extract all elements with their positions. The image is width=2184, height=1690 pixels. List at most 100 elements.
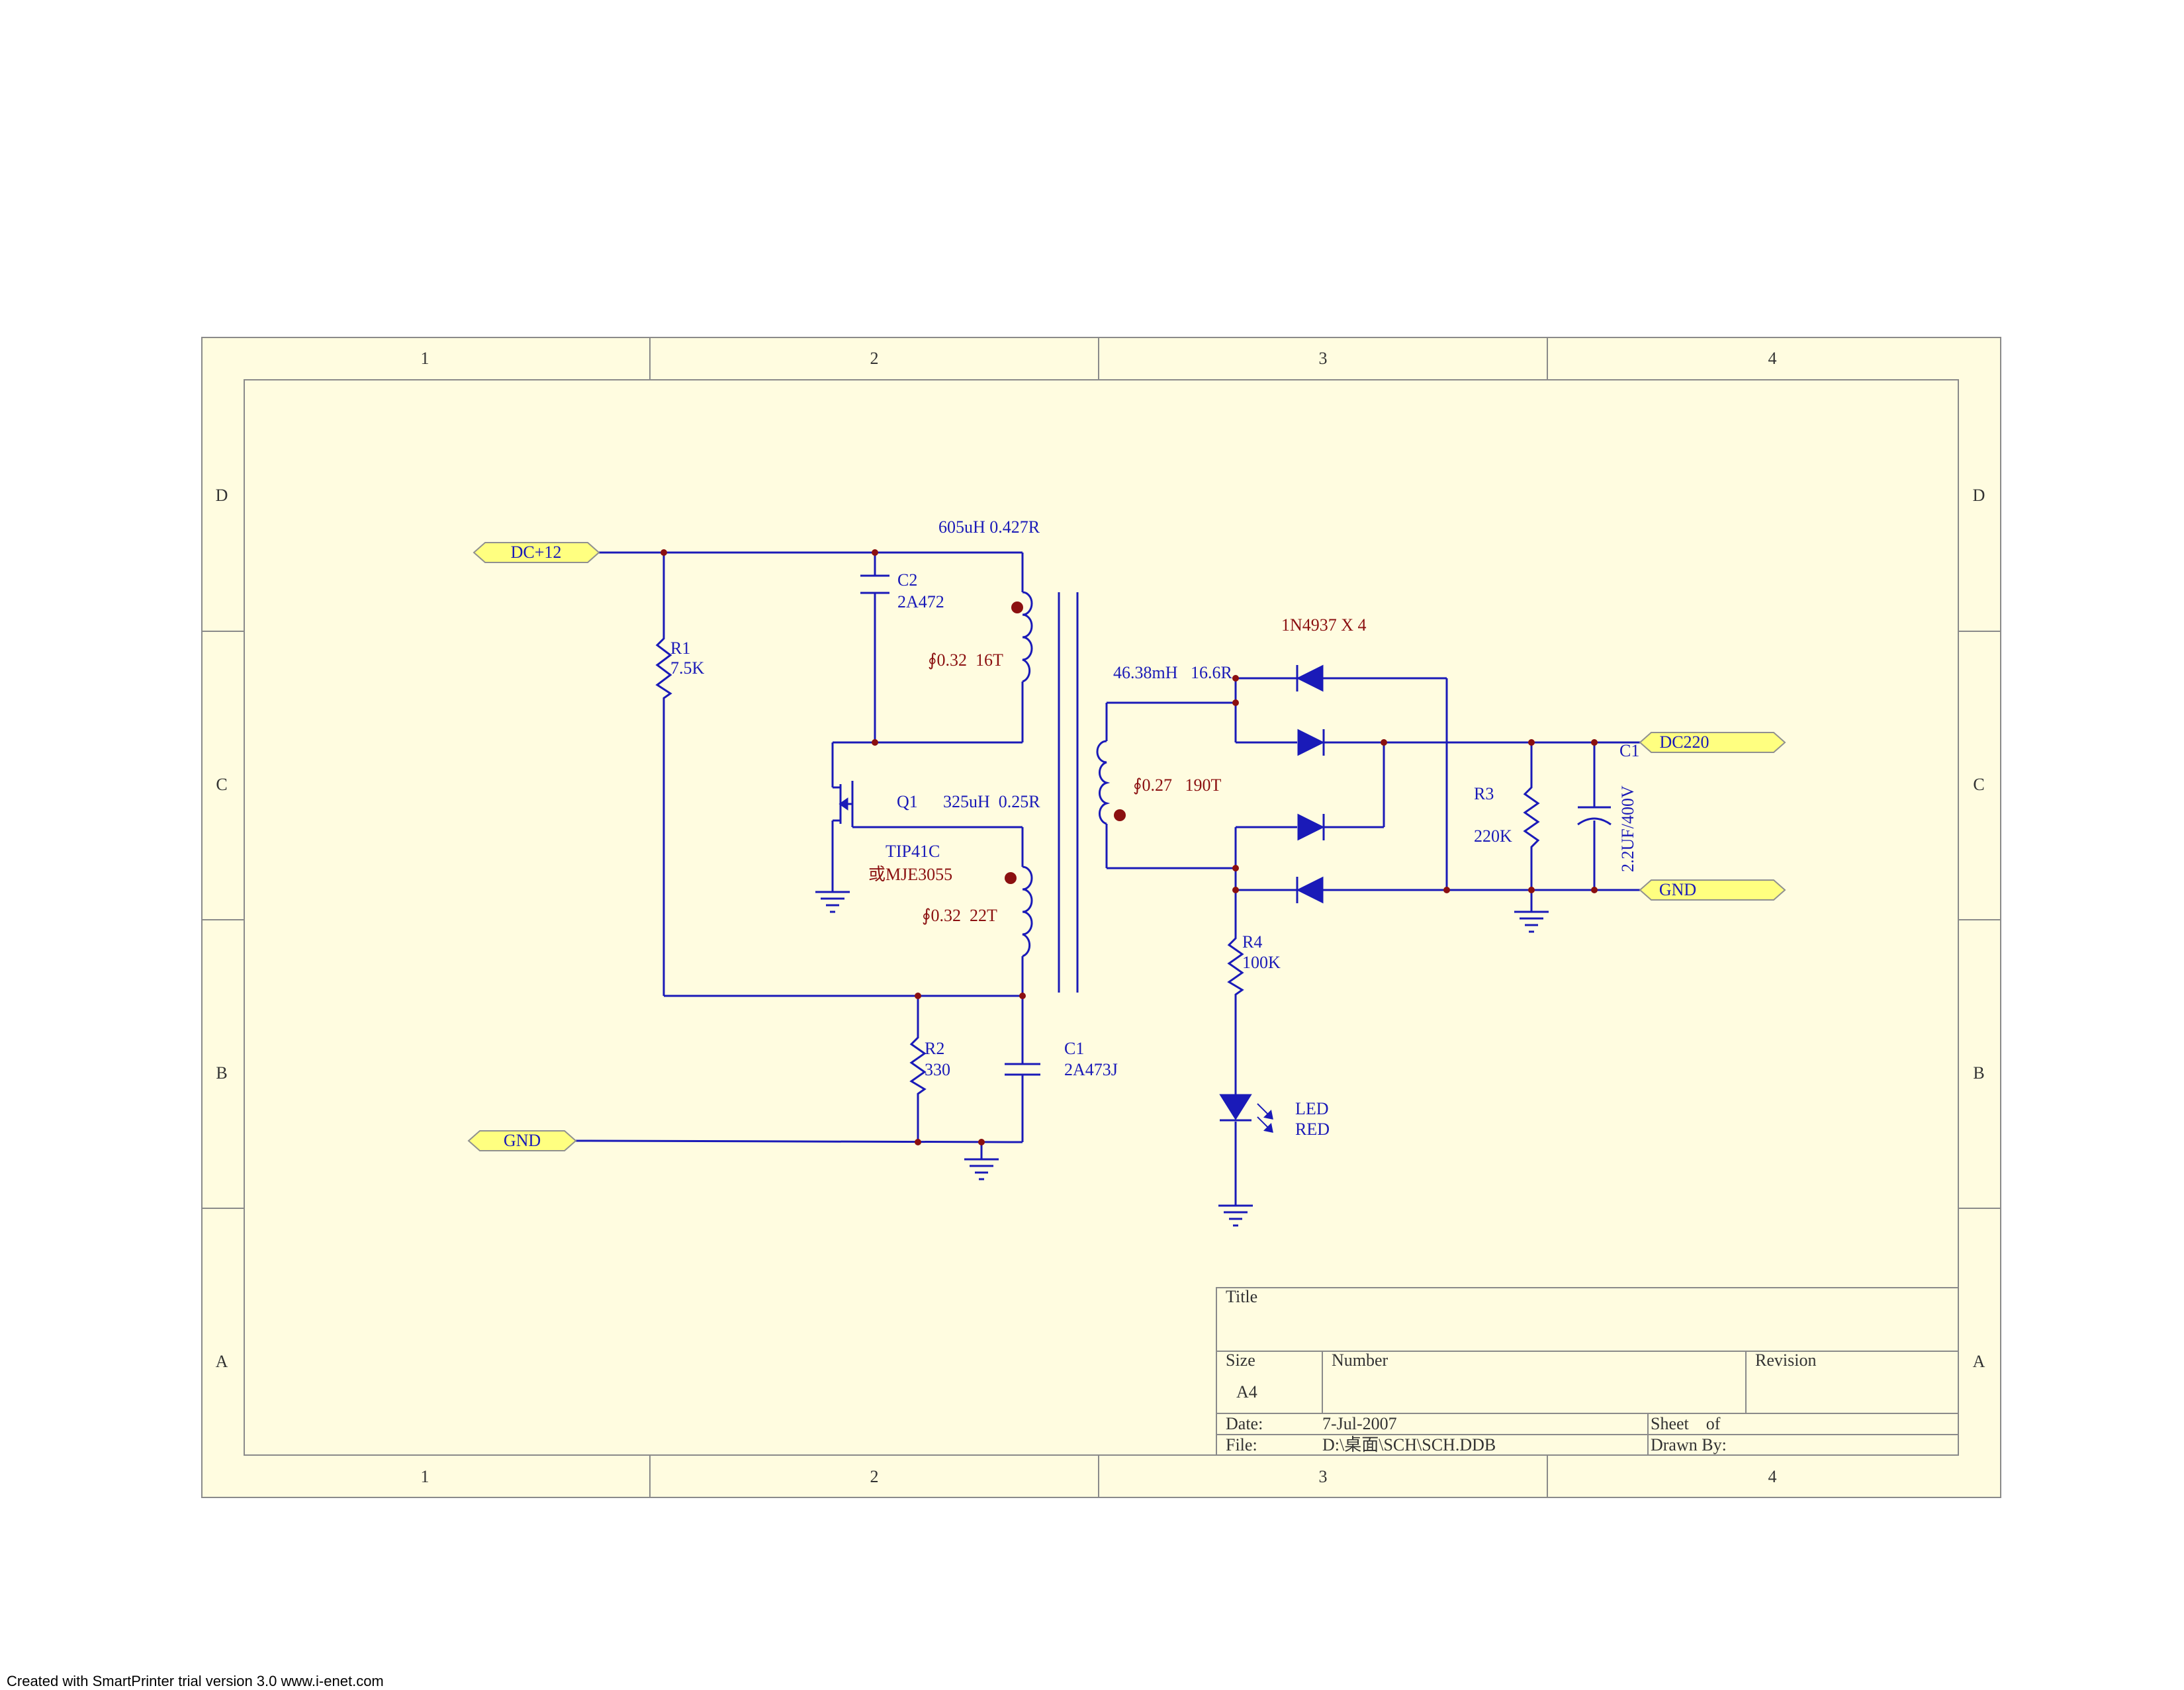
wires — [575, 551, 1640, 1206]
diode-d1 — [1296, 664, 1324, 692]
diodes-label: 1N4937 X 4 — [1281, 615, 1367, 635]
sheet-label: Sheet of — [1651, 1414, 1721, 1433]
junction-dot — [1019, 993, 1026, 999]
port-gnd-right: GND — [1639, 879, 1786, 901]
junction-dot — [1232, 865, 1239, 871]
r4-ref: R4 — [1242, 932, 1262, 952]
r1-value: 7.5K — [670, 658, 705, 678]
resistor-r1 — [655, 632, 672, 701]
svg-text:GND: GND — [504, 1131, 541, 1150]
column-label: 1 — [421, 1467, 430, 1486]
junction-dot — [1443, 887, 1450, 893]
port-gnd-left: GND — [467, 1130, 577, 1151]
led-red — [1219, 1094, 1273, 1133]
r3-ref: R3 — [1474, 784, 1494, 803]
ground-symbols — [815, 887, 1549, 1227]
feedback-inductor-label: 325uH 0.25R — [943, 792, 1040, 811]
svg-text:DC+12: DC+12 — [511, 543, 562, 562]
column-label: 4 — [1768, 349, 1777, 368]
led-label-1: LED — [1295, 1099, 1329, 1118]
primary-winding — [1022, 591, 1033, 683]
footer-watermark: Created with SmartPrinter trial version … — [7, 1673, 384, 1689]
row-label: B — [216, 1063, 227, 1083]
secondary-inductor-label: 46.38mH 16.6R — [1113, 663, 1233, 682]
output-cap-value: 2.2UF/400V — [1618, 785, 1637, 872]
junctions — [660, 549, 1598, 1145]
date-label: Date: — [1226, 1414, 1263, 1433]
capacitor-c2 — [860, 574, 889, 594]
junction-dot — [978, 1139, 985, 1145]
size-value: A4 — [1236, 1382, 1257, 1401]
row-label: A — [1973, 1352, 1985, 1371]
output-cap-ref: C1 — [1619, 741, 1639, 760]
junction-dot — [915, 993, 921, 999]
junction-dot — [1232, 699, 1239, 706]
file-label: File: — [1226, 1435, 1257, 1454]
junction-dot — [872, 549, 878, 556]
row-label: A — [216, 1352, 228, 1371]
column-label: 2 — [870, 349, 879, 368]
size-label: Size — [1226, 1351, 1255, 1370]
ground-icon — [1218, 1204, 1253, 1227]
q1-type: TIP41C — [886, 842, 940, 861]
ground-icon — [815, 887, 850, 913]
row-label: D — [1973, 486, 1985, 505]
title-label: Title — [1226, 1287, 1257, 1306]
diode-d3 — [1297, 813, 1325, 841]
column-label: 4 — [1768, 1467, 1777, 1486]
phase-dot — [1005, 872, 1017, 884]
row-label: C — [1973, 775, 1984, 794]
component-labels: 605uH 0.427R C2 2A472 ∮0.32 16T R1 7.5K … — [670, 517, 1639, 1139]
column-label: 2 — [870, 1467, 879, 1486]
port-dc12: DC+12 — [473, 542, 600, 563]
ground-icon — [964, 1158, 999, 1180]
junction-dot — [1232, 887, 1239, 893]
r2-value: 330 — [925, 1060, 950, 1079]
column-label: 3 — [1319, 1467, 1328, 1486]
c1-value: 2A473J — [1064, 1060, 1118, 1079]
secondary-wire-label: ∮0.27 190T — [1133, 776, 1222, 795]
date-value: 7-Jul-2007 — [1322, 1414, 1397, 1433]
junction-dot — [1528, 739, 1535, 746]
junction-dot — [660, 549, 667, 556]
led-label-2: RED — [1295, 1120, 1330, 1139]
row-label: C — [216, 775, 227, 794]
svg-text:DC220: DC220 — [1659, 733, 1709, 752]
diodes — [1219, 664, 1325, 1133]
diode-d4 — [1296, 876, 1324, 904]
port-dc220: DC220 — [1639, 732, 1786, 753]
column-label: 3 — [1319, 349, 1328, 368]
secondary-winding — [1096, 740, 1111, 825]
file-value: D:\桌面\SCH\SCH.DDB — [1322, 1435, 1496, 1454]
diode-d2 — [1297, 729, 1325, 756]
number-label: Number — [1332, 1351, 1388, 1370]
row-label: D — [216, 486, 228, 505]
c2-value: 2A472 — [897, 592, 944, 611]
feedback-winding — [1022, 866, 1033, 957]
revision-label: Revision — [1755, 1351, 1816, 1370]
row-label: B — [1973, 1063, 1984, 1083]
phase-dot — [1011, 601, 1023, 613]
c1-ref: C1 — [1064, 1039, 1084, 1058]
title-block: Title Size A4 Number Revision Date: 7-Ju… — [1216, 1287, 1959, 1456]
primary-inductor-label: 605uH 0.427R — [938, 517, 1040, 537]
components — [655, 574, 1612, 1098]
junction-dot — [1528, 887, 1535, 893]
c2-ref: C2 — [897, 570, 917, 590]
r4-value: 100K — [1242, 953, 1281, 972]
drawn-by-label: Drawn By: — [1651, 1435, 1727, 1454]
transistor-q1 — [833, 781, 854, 827]
svg-text:GND: GND — [1659, 880, 1696, 899]
junction-dot — [1381, 739, 1387, 746]
r2-ref: R2 — [925, 1039, 944, 1058]
feedback-wire-label: ∮0.32 22T — [922, 906, 997, 925]
junction-dot — [1591, 887, 1598, 893]
r1-ref: R1 — [670, 639, 690, 658]
junction-dot — [915, 1139, 921, 1145]
r3-value: 220K — [1474, 826, 1512, 846]
capacitor-c1 — [1005, 1063, 1040, 1076]
ports: DC+12 GND DC220 GND — [467, 542, 1786, 1151]
resistor-r4 — [1227, 933, 1244, 999]
resistor-r3 — [1523, 781, 1540, 854]
